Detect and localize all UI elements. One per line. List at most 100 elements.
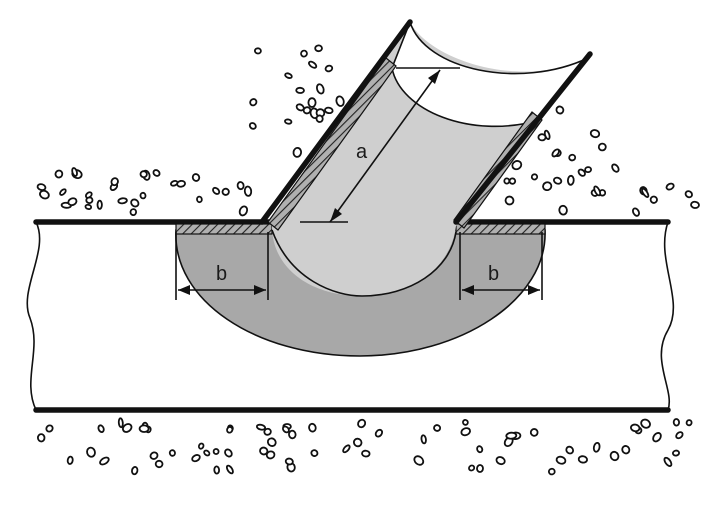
main-pipe-left-break — [26, 221, 41, 411]
gravel-pebble — [131, 466, 139, 476]
branch-bore-arc — [271, 229, 457, 297]
gravel-pebble — [315, 83, 325, 95]
gravel-pebble — [361, 449, 371, 458]
gravel-pebble — [609, 450, 620, 462]
gravel-pebble — [530, 173, 539, 181]
gravel-pebble — [248, 122, 257, 130]
gravel-pebble — [568, 153, 577, 162]
gravel-pebble — [413, 455, 425, 466]
gravel-pebble — [282, 425, 290, 434]
gravel-pebble — [45, 424, 54, 433]
gravel-pebble — [558, 204, 568, 216]
gravel-pebble — [551, 148, 560, 158]
gravel-pebble — [314, 44, 323, 53]
gravel-pebble — [212, 448, 220, 455]
gravel-pebble — [295, 103, 305, 112]
gravel-pebble — [476, 445, 484, 454]
gravel-pebble — [555, 105, 565, 115]
gravel-pebble — [577, 168, 586, 177]
gravel-pebble — [652, 432, 662, 443]
gravel-pebble — [584, 166, 592, 174]
gravel-pebble — [198, 442, 205, 450]
gravel-pebble — [537, 133, 547, 142]
gravel-pebble — [352, 437, 363, 448]
gravel-pebble — [621, 445, 631, 455]
gravel-pebble — [259, 446, 269, 456]
gravel-pebble — [597, 142, 607, 152]
gravel-pebble — [129, 208, 138, 216]
gravel-pebble — [335, 95, 345, 107]
gravel-pebble — [433, 424, 442, 432]
gravel-pebble — [152, 169, 161, 177]
gravel-pebble — [249, 98, 258, 107]
dimension-a-line — [329, 69, 441, 223]
gravel-pebble — [284, 72, 293, 79]
dimension-a-label: a — [356, 141, 368, 163]
dimension-b-right-label: b — [488, 263, 499, 285]
gravel-pebble — [196, 195, 203, 204]
gravel-pebble — [130, 198, 140, 208]
gravel-pebble — [138, 424, 150, 433]
gravel-pebble — [565, 445, 575, 455]
gravel-pebble — [225, 464, 234, 475]
gravel-pebble — [288, 429, 297, 440]
gravel-pebble — [263, 427, 272, 436]
gravel-pebble — [203, 449, 211, 457]
dimension-b-left-arrow-2 — [254, 285, 266, 295]
gravel-pebble — [684, 190, 693, 199]
dimension-b-left-label: b — [216, 263, 227, 285]
gravel-pebble — [553, 176, 563, 185]
gravel-pebble — [86, 446, 96, 458]
gravel-pebble — [71, 167, 78, 177]
gravel-pebble — [59, 188, 67, 196]
gravel-pebble — [36, 183, 47, 191]
gravel-pebble — [310, 449, 319, 457]
gravel-pebble — [191, 454, 201, 463]
gravel-pebble — [224, 448, 233, 458]
gravel-pebble — [592, 441, 601, 453]
gravel-pebble — [292, 147, 303, 158]
gravel-pebble — [505, 431, 518, 440]
gravel-pebble — [641, 187, 650, 198]
gravel-pebble — [302, 106, 312, 115]
gravel-pebble — [96, 199, 103, 210]
dimension-a: a — [300, 67, 460, 223]
gravel-pebble — [663, 456, 673, 467]
soil-gravel — [36, 44, 700, 476]
gravel-pebble — [511, 160, 523, 171]
gravel-pebble — [191, 173, 201, 182]
gravel-pebble — [342, 444, 351, 454]
gravel-pebble — [254, 47, 262, 55]
gravel-pebble — [255, 423, 267, 431]
dimension-b-left-arrow-1 — [178, 285, 190, 295]
gravel-pebble — [300, 49, 308, 58]
dimension-b-left: b — [175, 232, 269, 300]
gravel-pebble — [266, 437, 277, 447]
gravel-pebble — [54, 169, 64, 179]
branch-right-wall — [453, 51, 593, 225]
gravel-pebble — [577, 455, 588, 464]
gravel-pebble — [593, 185, 602, 197]
gravel-pebble — [67, 197, 78, 207]
gravel-pebble — [238, 205, 249, 217]
gravel-pebble — [632, 207, 640, 217]
branch-left-wall — [259, 19, 413, 225]
gravel-pebble — [84, 191, 93, 199]
gravel-pebble — [690, 200, 700, 209]
gravel-pebble — [168, 449, 176, 457]
dimension-a-arrow-bottom — [330, 208, 342, 222]
gravel-pebble — [374, 428, 384, 438]
gravel-pebble — [503, 177, 511, 185]
gravel-pebble — [295, 86, 305, 94]
gravel-pebble — [97, 424, 105, 433]
gravel-pebble — [476, 464, 484, 473]
gravel-pebble — [243, 185, 253, 197]
gravel-pebble — [139, 191, 147, 200]
dimension-b-right-arrow-2 — [528, 285, 540, 295]
gravel-pebble — [611, 163, 620, 173]
gravel-pebble — [84, 203, 93, 210]
gravel-pebble — [529, 428, 539, 437]
gravel-pebble — [66, 455, 74, 465]
dimension-b-right: b — [459, 232, 543, 300]
